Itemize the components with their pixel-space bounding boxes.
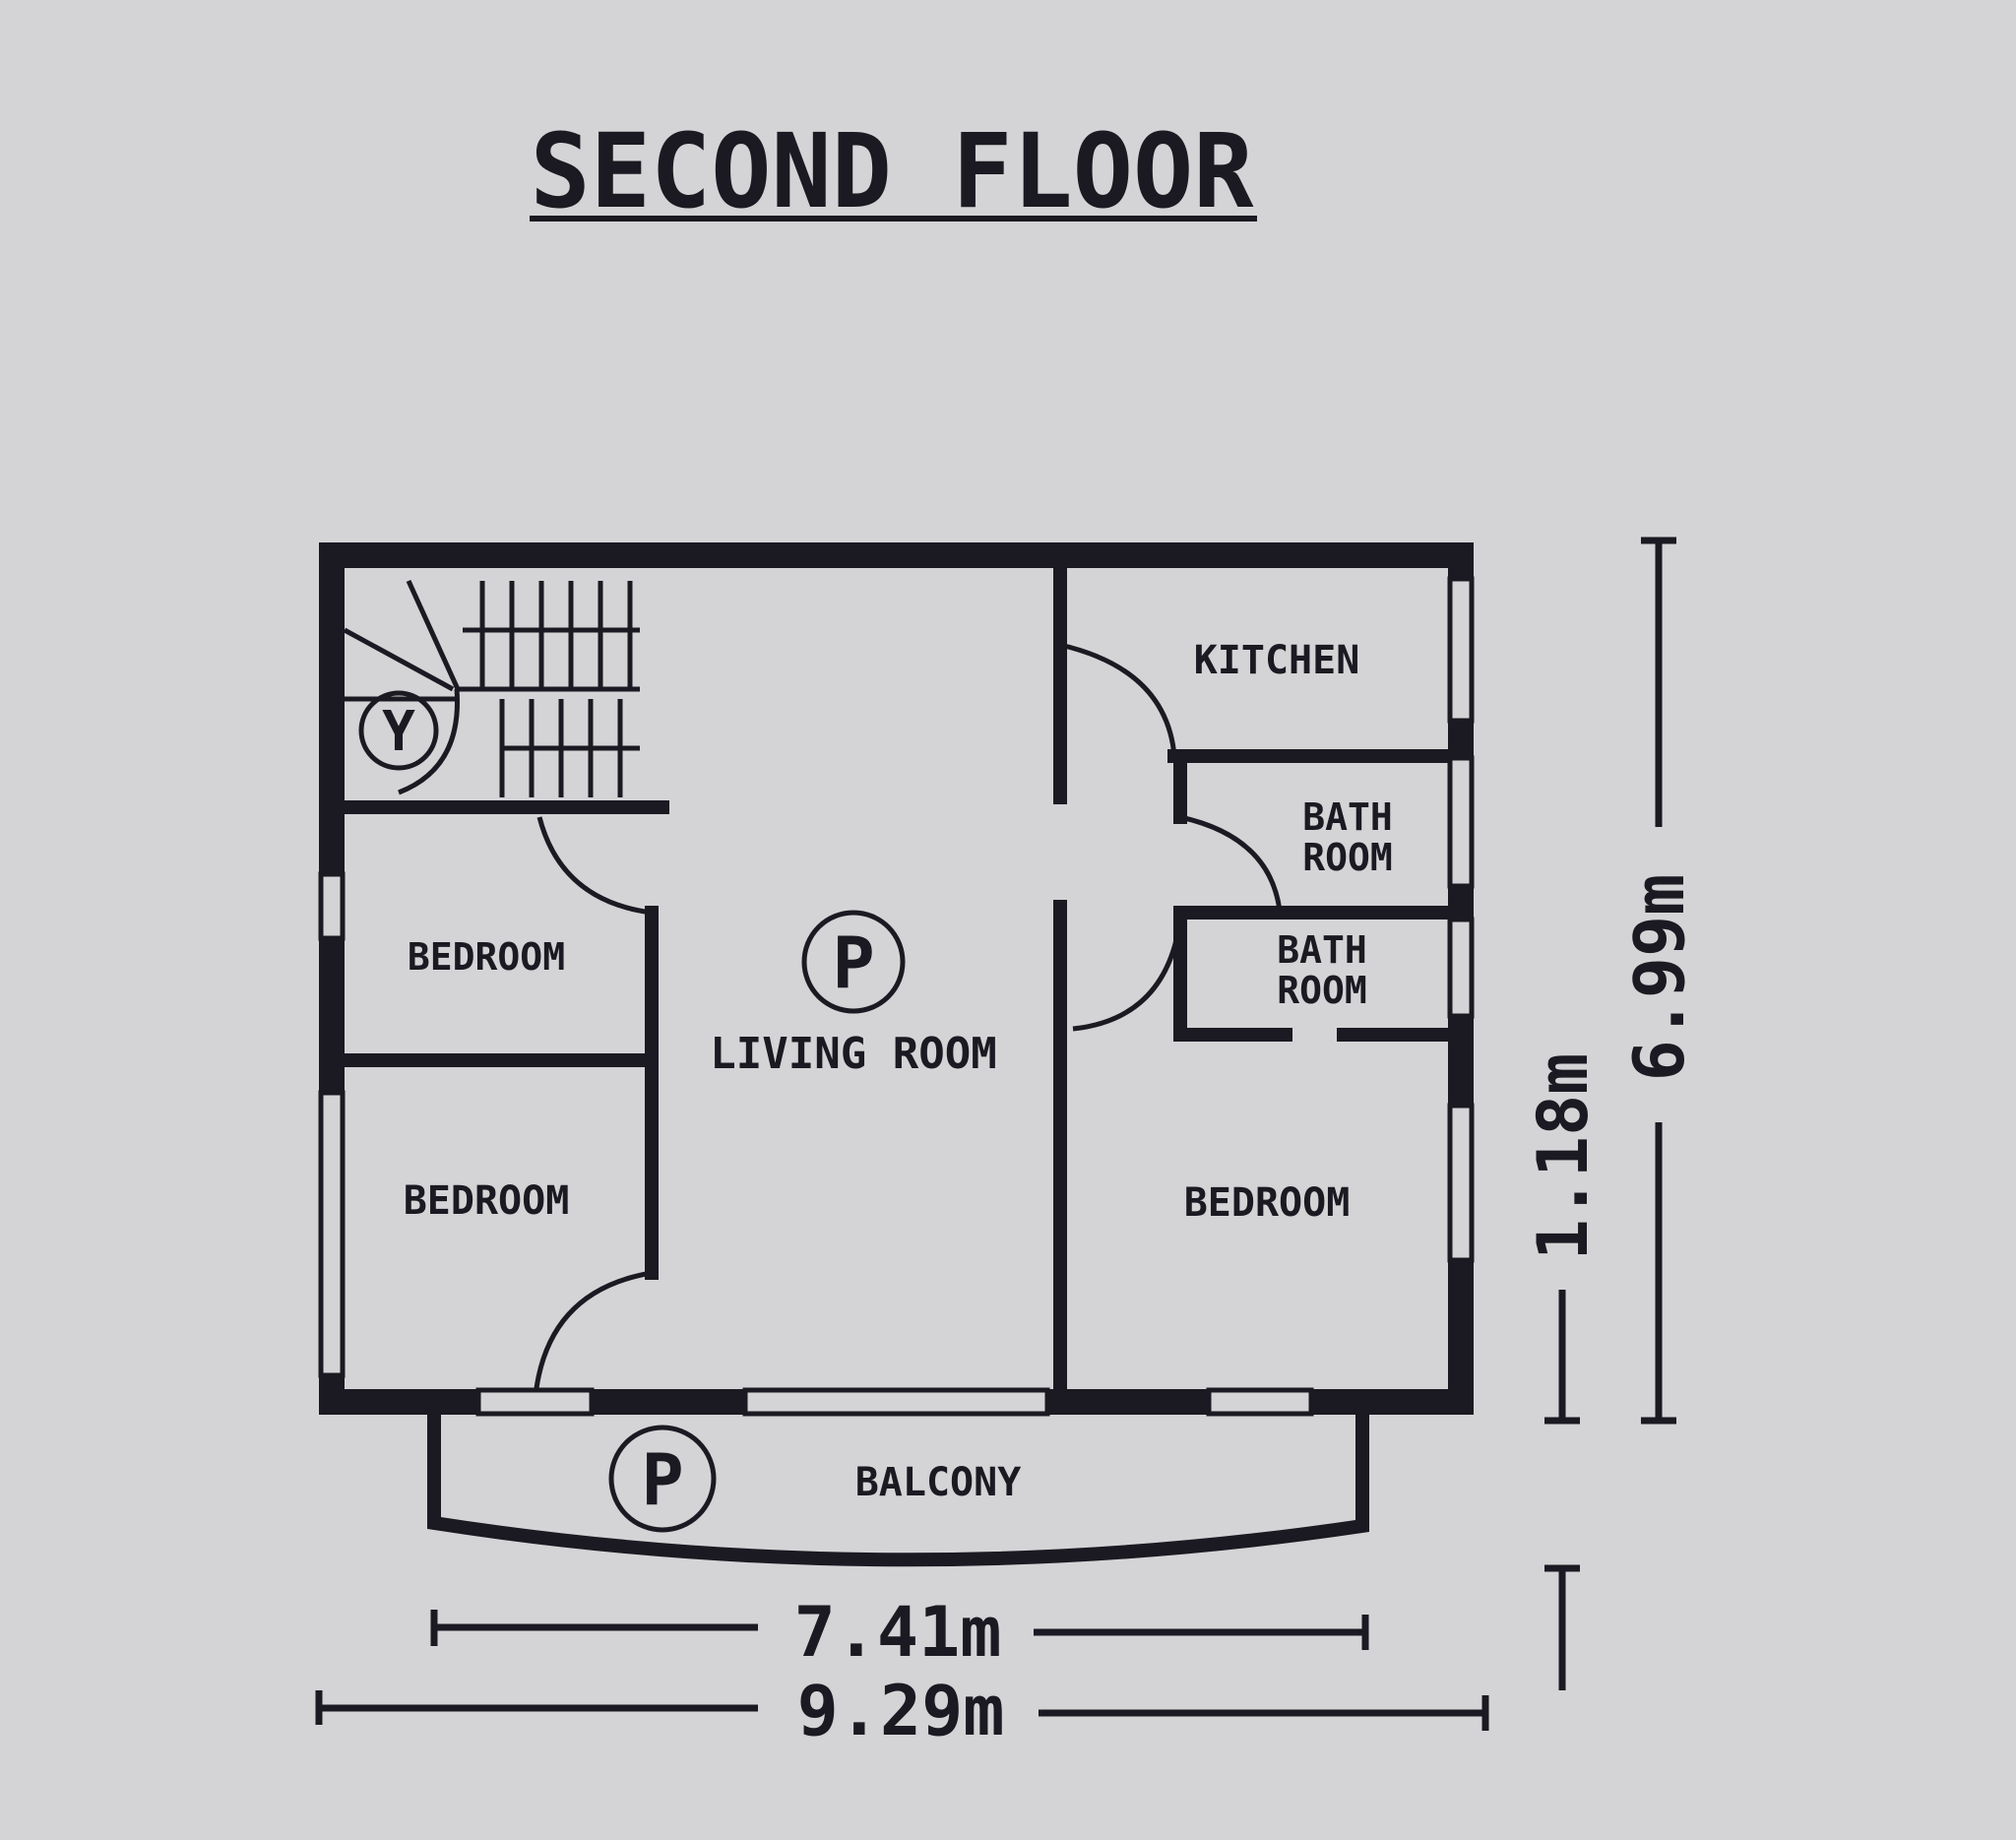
door-swing	[1179, 814, 1283, 912]
stair-marker-circle	[358, 690, 439, 771]
door-swing	[534, 1270, 653, 1389]
living-marker-circle	[801, 910, 906, 1014]
label-bathroom-1: ROOM	[1302, 836, 1393, 879]
dimension-balcony-width: 7.41m	[430, 1592, 1369, 1673]
balcony-marker-circle	[608, 1425, 717, 1533]
door-swing	[536, 816, 653, 916]
door-swing	[1059, 642, 1177, 757]
label-bathroom-2: BATH	[1277, 928, 1367, 972]
label-bedroom-bottom-left: BEDROOM	[404, 1178, 570, 1224]
dimension-label: 1.18m	[1523, 1053, 1604, 1261]
dimension-label: 9.29m	[797, 1671, 1005, 1751]
label-bathroom-2: ROOM	[1277, 969, 1367, 1012]
dimension-balcony-depth: 1.18m	[1523, 1053, 1604, 1690]
dimension-total-depth: 6.99m	[1619, 537, 1700, 1425]
dimension-label: 7.41m	[794, 1592, 1002, 1673]
plan-title: SECOND FLOOR	[531, 111, 1254, 231]
door-swing	[1072, 919, 1183, 1032]
balcony-outline	[427, 1415, 1369, 1567]
label-living-room: LIVING ROOM	[710, 1029, 996, 1079]
label-bedroom-top-left: BEDROOM	[408, 935, 565, 979]
balcony-marker: P	[641, 1438, 683, 1521]
stair-marker: Y	[382, 700, 415, 764]
dimension-label: 6.99m	[1619, 874, 1700, 1082]
living-marker: P	[832, 921, 874, 1004]
label-bathroom-1: BATH	[1302, 795, 1393, 839]
label-kitchen: KITCHEN	[1194, 638, 1360, 683]
dimension-total-width: 9.29m	[315, 1671, 1489, 1751]
staircase: Y	[325, 579, 669, 814]
label-balcony: BALCONY	[855, 1460, 1022, 1505]
label-bedroom-right: BEDROOM	[1184, 1180, 1351, 1226]
windows	[318, 576, 1475, 1417]
